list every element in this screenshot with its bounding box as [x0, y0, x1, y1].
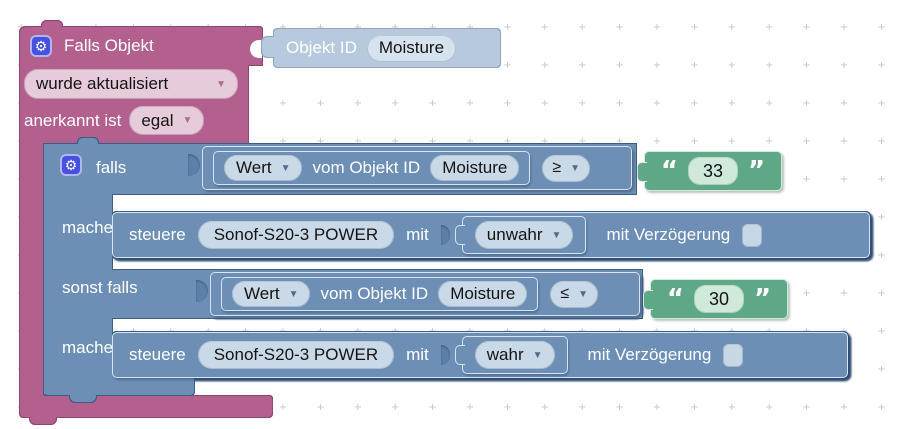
gear-icon[interactable]: ⚙ — [60, 154, 82, 176]
elseif-label: sonst falls — [62, 278, 138, 297]
input-notch — [196, 280, 208, 302]
open-quote-icon: “ — [666, 284, 684, 314]
device-field[interactable]: Sonof-S20-3 POWER — [197, 221, 395, 249]
trigger-left-strip — [20, 145, 44, 397]
close-quote-icon: ” — [748, 156, 766, 186]
block-control-device-1[interactable]: steuere Sonof-S20-3 POWER mit unwahr ▼ m… — [112, 212, 870, 258]
chevron-down-icon: ▼ — [570, 162, 581, 174]
objekt-id-field[interactable]: Moisture — [438, 281, 528, 307]
trigger-body: wurde aktualisiert ▼ anerkannt ist egal … — [20, 65, 248, 145]
source-label: vom Objekt ID — [312, 158, 421, 177]
boolean-dropdown[interactable]: unwahr ▼ — [474, 221, 574, 249]
device-value: Sonof-S20-3 POWER — [213, 345, 379, 364]
block-compare-2[interactable]: Wert ▼ vom Objekt ID Moisture ≤ ▼ — [210, 272, 640, 316]
objekt-id-value: Moisture — [442, 158, 508, 177]
string-value-field[interactable]: 30 — [694, 285, 744, 313]
chevron-down-icon: ▼ — [578, 288, 589, 300]
objekt-left-tab — [262, 37, 276, 57]
objekt-id-label: Objekt ID — [286, 38, 357, 57]
objekt-body: Objekt ID Moisture — [274, 29, 500, 67]
ifelse-next-connector — [70, 393, 96, 402]
chevron-down-icon: ▼ — [288, 288, 299, 300]
ifelse-bottom-bar — [44, 374, 194, 395]
trigger-header[interactable]: ⚙ Falls Objekt — [20, 27, 262, 65]
ack-dropdown-value: egal — [141, 110, 174, 130]
chevron-down-icon: ▼ — [280, 162, 291, 174]
trigger-title: Falls Objekt — [64, 36, 154, 55]
then-label: mache — [62, 338, 114, 357]
ifelse-left-strip — [44, 144, 112, 394]
string-value-field[interactable]: 33 — [688, 157, 738, 185]
event-dropdown-value: wurde aktualisiert — [36, 74, 169, 93]
block-if-else[interactable]: ⚙ falls Wert ▼ vom Objekt ID Moisture ≥ … — [44, 138, 890, 406]
event-dropdown[interactable]: wurde aktualisiert ▼ — [24, 69, 238, 99]
block-get-value-1[interactable]: Wert ▼ vom Objekt ID Moisture — [213, 151, 531, 185]
value-type: Wert — [244, 284, 280, 303]
trigger-next-connector — [30, 415, 56, 424]
value-type: Wert — [236, 158, 272, 177]
input-notch — [188, 154, 200, 176]
objekt-id-value: Moisture — [378, 38, 445, 57]
block-boolean-2[interactable]: wahr ▼ — [454, 336, 568, 374]
block-compare-1[interactable]: Wert ▼ vom Objekt ID Moisture ≥ ▼ — [202, 146, 632, 190]
delay-label: mit Verzögerung — [606, 225, 731, 244]
delay-label: mit Verzögerung — [587, 345, 712, 364]
block-string-33[interactable]: “ 33 ” — [637, 151, 782, 191]
if-label: falls — [96, 158, 127, 177]
trigger-top-notch — [42, 21, 62, 29]
boolean-value: wahr — [486, 345, 524, 364]
input-notch — [440, 225, 450, 245]
string-value: 33 — [702, 160, 724, 181]
with-label: mit — [406, 225, 429, 244]
block-control-device-2[interactable]: steuere Sonof-S20-3 POWER mit wahr ▼ mit… — [112, 332, 848, 378]
device-field[interactable]: Sonof-S20-3 POWER — [197, 341, 395, 369]
chevron-down-icon: ▼ — [182, 115, 193, 126]
ifelse-top-notch — [78, 138, 98, 146]
then-label: mache — [62, 218, 114, 237]
string-value: 30 — [708, 288, 730, 309]
block-boolean-1[interactable]: unwahr ▼ — [454, 216, 587, 254]
chevron-down-icon: ▼ — [216, 78, 226, 90]
gear-icon[interactable]: ⚙ — [30, 35, 52, 57]
operator-dropdown[interactable]: ≤ ▼ — [550, 280, 599, 308]
objekt-id-value: Moisture — [450, 284, 516, 303]
chevron-down-icon: ▼ — [532, 349, 543, 361]
objekt-id-field[interactable]: Moisture — [366, 34, 457, 62]
steuere-label: steuere — [129, 225, 186, 244]
block-get-value-2[interactable]: Wert ▼ vom Objekt ID Moisture — [221, 277, 539, 311]
block-objekt-id[interactable]: Objekt ID Moisture — [262, 29, 500, 67]
boolean-dropdown[interactable]: wahr ▼ — [474, 341, 555, 369]
value-type-dropdown[interactable]: Wert ▼ — [232, 281, 311, 307]
objekt-id-field[interactable]: Moisture — [430, 155, 520, 181]
close-quote-icon: ” — [754, 284, 772, 314]
delay-checkbox[interactable] — [742, 223, 763, 247]
ack-dropdown[interactable]: egal ▼ — [129, 106, 205, 135]
steuere-label: steuere — [129, 345, 186, 364]
chevron-down-icon: ▼ — [551, 229, 562, 241]
delay-checkbox[interactable] — [723, 343, 744, 367]
with-label: mit — [406, 345, 429, 364]
operator-dropdown[interactable]: ≥ ▼ — [542, 154, 591, 182]
operator-value: ≤ — [560, 285, 570, 302]
device-value: Sonof-S20-3 POWER — [213, 225, 379, 244]
open-quote-icon: “ — [660, 156, 678, 186]
block-string-30[interactable]: “ 30 ” — [643, 279, 788, 319]
value-type-dropdown[interactable]: Wert ▼ — [224, 155, 303, 181]
input-notch — [440, 345, 450, 365]
boolean-value: unwahr — [486, 225, 543, 244]
operator-value: ≥ — [552, 159, 562, 176]
source-label: vom Objekt ID — [320, 284, 429, 303]
input-notch — [250, 40, 262, 58]
ack-label: anerkannt ist — [24, 110, 122, 130]
